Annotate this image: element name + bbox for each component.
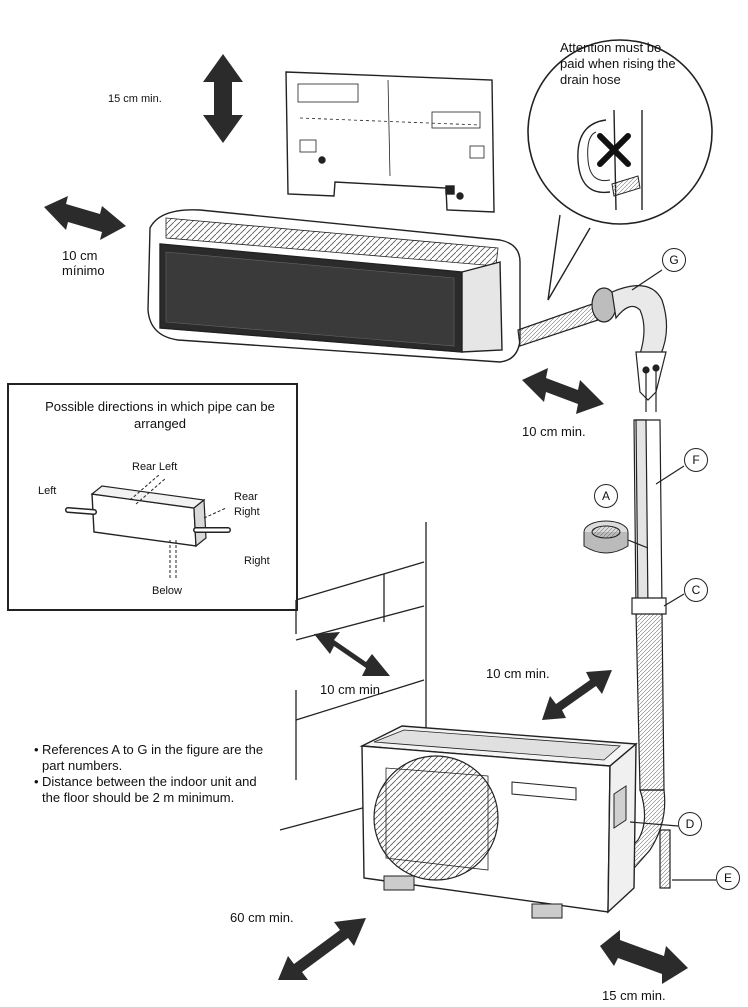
pipe-clearance-arrow — [522, 368, 604, 414]
pipe-direction-inset — [7, 383, 298, 611]
front-clearance-label: 60 cm min. — [230, 910, 294, 925]
wall-clearance-arrow — [314, 632, 390, 676]
inset-title: Possible directions in which pipe can be… — [45, 399, 275, 431]
callout-text: Attention must be paid when rising the d… — [560, 40, 676, 87]
top-clearance-arrow — [203, 54, 243, 143]
pipe-assembly — [517, 285, 671, 889]
drain-hose-callout — [527, 39, 713, 301]
left-clearance-label: 10 cm mínimo — [62, 248, 105, 278]
part-leader-lines — [629, 269, 716, 881]
wall-clearance-label: 10 cm min. — [320, 682, 384, 697]
note-parts: References A to G in the figure are the … — [34, 742, 264, 774]
front-clearance-arrow — [278, 918, 366, 980]
notes-list: References A to G in the figure are the … — [34, 742, 264, 806]
inset-left-label: Left — [38, 485, 57, 497]
note-floor-distance: Distance between the indoor unit and the… — [34, 774, 264, 806]
part-c-marker: C — [684, 578, 708, 602]
inset-below-label: Below — [152, 585, 182, 597]
inset-rear-left-label: Rear Left — [132, 461, 178, 473]
outdoor-side-clearance-label: 10 cm min. — [486, 666, 550, 681]
part-a-marker: A — [594, 484, 618, 508]
outdoor-unit — [359, 725, 638, 919]
inset-right-label: Right — [244, 555, 270, 567]
indoor-unit — [147, 209, 521, 363]
right-clearance-label: 15 cm min. — [602, 988, 666, 1003]
insulation-tape-roll — [583, 520, 649, 554]
pipe-clearance-label: 10 cm min. — [522, 424, 586, 439]
part-g-marker: G — [662, 248, 686, 272]
left-clearance-arrow — [44, 196, 126, 240]
part-d-marker: D — [678, 812, 702, 836]
top-clearance-label: 15 cm min. — [108, 93, 162, 105]
part-f-marker: F — [684, 448, 708, 472]
inset-rear-right-label: Rear Right — [234, 491, 260, 518]
mounting-plate — [285, 71, 495, 213]
part-e-marker: E — [716, 866, 740, 890]
outdoor-side-clearance-arrow — [542, 670, 612, 720]
right-clearance-arrow — [600, 930, 688, 984]
